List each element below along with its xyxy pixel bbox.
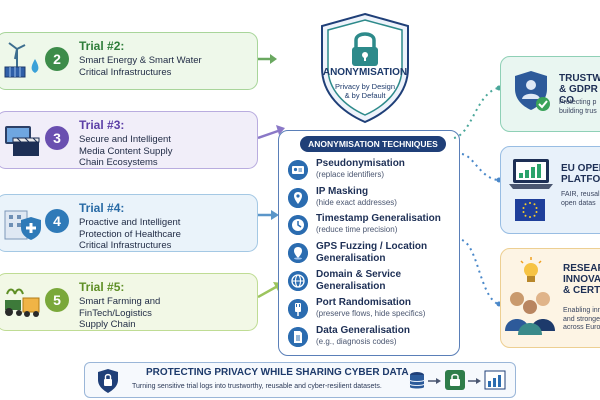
- technique-name: Domain & Service Generalisation: [316, 269, 402, 292]
- trial-description: Proactive and Intelligent Protection of …: [79, 217, 181, 251]
- trial-description: Secure and Intelligent Media Content Sup…: [79, 134, 173, 168]
- technique-name: IP Masking: [316, 186, 369, 197]
- tractor-truck-icon: [5, 288, 40, 317]
- technique-name: Pseudonymisation: [316, 158, 405, 169]
- laptop-chart-icon: [509, 159, 553, 189]
- shield-lock-icon: [98, 369, 118, 393]
- trial-description: Smart Energy & Smart Water Critical Infr…: [79, 55, 202, 78]
- right-card-trust: TRUSTWO & GDPR CO Protecting p building …: [500, 56, 600, 132]
- researchers-group-icon: [505, 292, 555, 335]
- technique-item: IP Masking (hide exact addresses): [286, 186, 458, 212]
- technique-detail: (replace identifiers): [316, 170, 385, 179]
- right-card-title: EU OPEN PLATFOR: [561, 163, 600, 185]
- badge-title: ANONYMISATION: [322, 67, 408, 78]
- padlock-icon: [352, 32, 378, 66]
- techniques-panel: [278, 130, 460, 356]
- technique-name: Timestamp Generalisation: [316, 213, 441, 224]
- footer-banner: [84, 362, 516, 398]
- technique-detail: (reduce time precision): [316, 225, 398, 234]
- trial-number-badge: 5: [45, 288, 69, 312]
- right-card-eu-open: EU OPEN PLATFOR FAIR, reusal open datas: [500, 146, 600, 234]
- technique-detail: (e.g., diagnosis codes): [316, 337, 397, 346]
- right-card-subtitle: Enabling innov and stronger c across Eur…: [563, 307, 600, 331]
- technique-detail: (hide exact addresses): [316, 198, 397, 207]
- technique-item: Port Randomisation (preserve flows, hide…: [286, 297, 458, 323]
- dotted-connector-bottom: [461, 239, 502, 307]
- technique-item: GPS Fuzzing / Location Generalisation: [286, 241, 458, 267]
- trial-number-badge: 4: [45, 209, 69, 233]
- technique-name: GPS Fuzzing / Location Generalisation: [316, 241, 428, 264]
- technique-item: Data Generalisation (e.g., diagnosis cod…: [286, 325, 458, 351]
- trial-title: Trial #2:: [79, 39, 125, 53]
- wind-solar-water-icon: [4, 42, 39, 78]
- trial-title: Trial #3:: [79, 118, 125, 132]
- globe-icon: [288, 271, 308, 291]
- right-card-title: TRUSTWO & GDPR CO: [559, 73, 600, 106]
- clock-icon: [288, 215, 308, 235]
- trial-card-4: 4 Trial #4: Proactive and Intelligent Pr…: [0, 194, 258, 252]
- arrow-trial-4: [258, 210, 279, 220]
- trial-description: Smart Farming and FinTech/Logistics Supp…: [79, 296, 161, 330]
- technique-detail: (preserve flows, hide specifics): [316, 309, 426, 318]
- map-pin-icon: [288, 243, 308, 263]
- anonymisation-shield-badge: [321, 12, 409, 124]
- port-icon: [288, 299, 308, 319]
- id-card-icon: [288, 160, 308, 180]
- technique-name: Data Generalisation: [316, 325, 410, 336]
- trial-card-2: 2 Trial #2: Smart Energy & Smart Water C…: [0, 32, 258, 90]
- footer-title: PROTECTING PRIVACY WHILE SHARING CYBER D…: [146, 367, 409, 378]
- arrow-right-icon: [468, 378, 481, 384]
- technique-name: Port Randomisation: [316, 297, 412, 308]
- database-icon: [409, 372, 425, 389]
- arrow-trial-2: [258, 54, 277, 64]
- footer-subtitle: Turning sensitive trial logs into trustw…: [132, 383, 382, 390]
- eu-flag-icon: [515, 199, 545, 221]
- right-card-title: RESEAR INNOVAT & CERTS: [563, 263, 600, 296]
- lock-box-icon: [445, 370, 465, 390]
- right-card-subtitle: Protecting p building trus: [559, 99, 597, 115]
- media-clapperboard-icon: [5, 126, 40, 156]
- bar-chart-icon: [484, 370, 506, 390]
- technique-item: Domain & Service Generalisation: [286, 269, 458, 295]
- document-icon: [288, 327, 308, 347]
- technique-item: Pseudonymisation (replace identifiers): [286, 158, 458, 184]
- trial-card-5: 5 Trial #5: Smart Farming and FinTech/Lo…: [0, 273, 258, 331]
- arrow-right-icon: [428, 378, 441, 384]
- arrow-trial-3: [258, 125, 285, 140]
- right-card-subtitle: FAIR, reusal open datas: [561, 191, 600, 207]
- dotted-connector-top: [453, 85, 502, 139]
- badge-subtitle: Privacy by Design & by Default: [334, 82, 396, 100]
- techniques-heading: ANONYMISATION TECHNIQUES: [300, 136, 446, 152]
- hospital-shield-icon: [4, 210, 41, 240]
- dotted-connector-middle: [461, 153, 502, 183]
- trial-card-3: 3 Trial #3: Secure and Intelligent Media…: [0, 111, 258, 169]
- technique-item: Timestamp Generalisation (reduce time pr…: [286, 213, 458, 239]
- trial-number-badge: 3: [45, 126, 69, 150]
- location-pin-icon: [288, 188, 308, 208]
- trial-title: Trial #4:: [79, 201, 125, 215]
- right-card-research: RESEAR INNOVAT & CERTS Enabling innov an…: [500, 248, 600, 348]
- trial-title: Trial #5:: [79, 280, 125, 294]
- lightbulb-icon: [520, 257, 542, 282]
- user-shield-icon: [515, 71, 550, 111]
- trial-number-badge: 2: [45, 47, 69, 71]
